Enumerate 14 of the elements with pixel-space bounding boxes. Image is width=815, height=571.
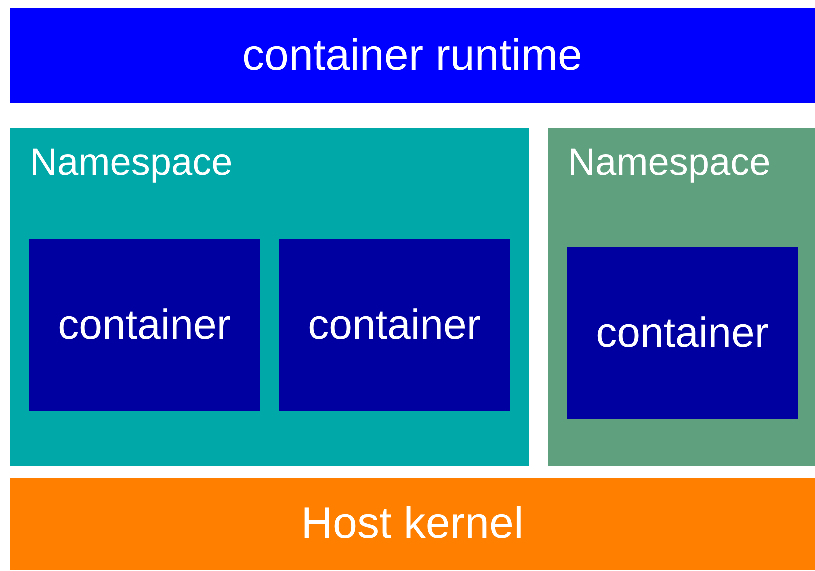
box-label: container [58, 301, 231, 349]
panel-heading: Namespace [568, 142, 771, 185]
container-box [279, 239, 510, 411]
namespace-panel [548, 128, 815, 466]
box-label: container [308, 301, 481, 349]
container-box [567, 247, 798, 419]
panel-heading: Namespace [30, 142, 233, 185]
container-box [29, 239, 260, 411]
runtime-layer-bar [10, 8, 815, 103]
namespace-panel [10, 128, 529, 466]
box-label: Host kernel [301, 499, 524, 549]
box-label: container runtime [242, 30, 582, 80]
kernel-layer-bar [10, 478, 815, 570]
box-label: container [596, 309, 769, 357]
